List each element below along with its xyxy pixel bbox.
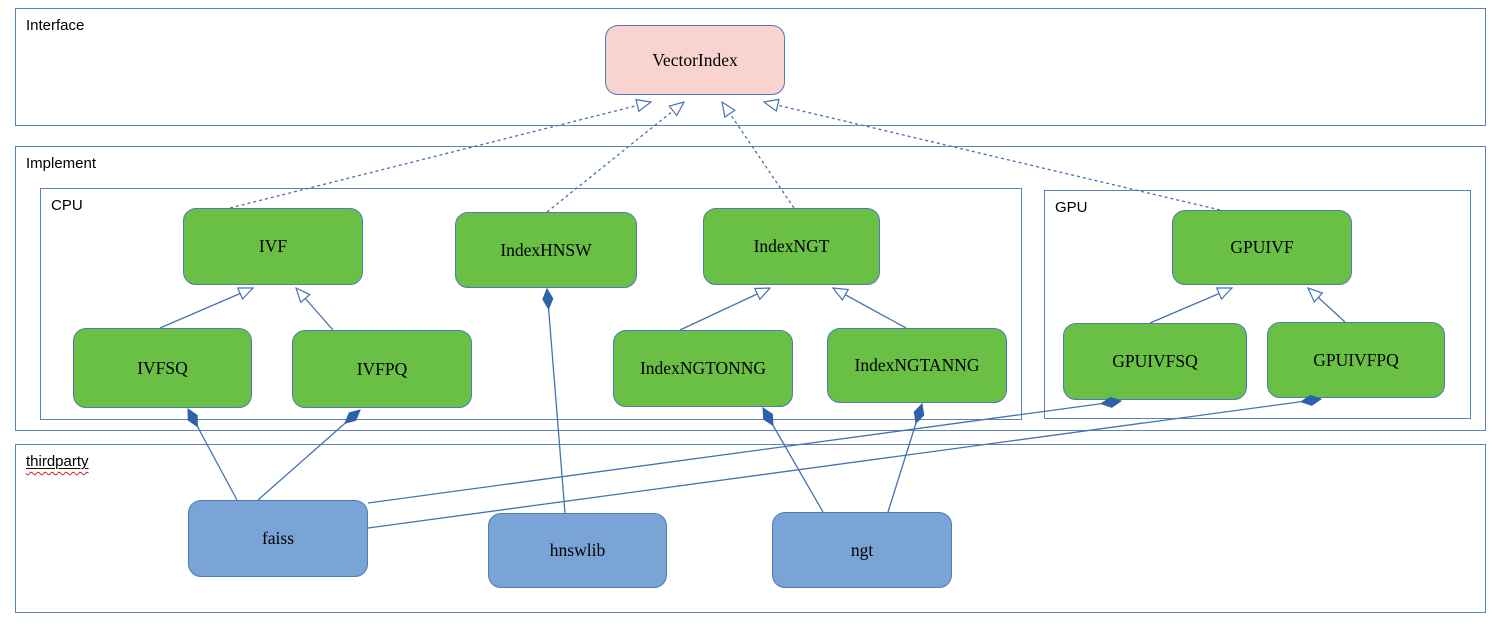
node-label-gpuivfsq: GPUIVFSQ: [1112, 351, 1198, 371]
container-interface-label: Interface: [26, 17, 85, 34]
node-indexhnsw[interactable]: IndexHNSW: [455, 212, 637, 288]
container-thirdparty-label: thirdparty: [26, 453, 89, 470]
node-label-indexngtonng: IndexNGTONNG: [639, 358, 767, 378]
node-gpuivfpq[interactable]: GPUIVFPQ: [1267, 322, 1445, 398]
node-label-indexhnsw: IndexHNSW: [500, 239, 592, 260]
node-gpuivf[interactable]: GPUIVF: [1172, 210, 1352, 285]
container-implement-label: Implement: [26, 155, 97, 172]
node-label-indexngt: IndexNGT: [753, 236, 830, 256]
node-indexngtanng[interactable]: IndexNGTANNG: [827, 328, 1007, 403]
container-cpu-label: CPU: [51, 197, 83, 214]
node-label-hnswlib: hnswlib: [549, 540, 606, 560]
node-ivf[interactable]: IVF: [183, 208, 363, 285]
node-label-ivfsq: IVFSQ: [137, 357, 188, 378]
node-faiss[interactable]: faiss: [188, 500, 368, 577]
node-vectorindex[interactable]: VectorIndex: [605, 25, 785, 95]
node-indexngtonng[interactable]: IndexNGTONNG: [613, 330, 793, 407]
node-gpuivfsq[interactable]: GPUIVFSQ: [1063, 323, 1247, 400]
node-ivfsq[interactable]: IVFSQ: [73, 328, 252, 408]
node-label-faiss: faiss: [261, 528, 295, 548]
node-ngt[interactable]: ngt: [772, 512, 952, 588]
node-indexngt[interactable]: IndexNGT: [703, 208, 880, 285]
node-ivfpq[interactable]: IVFPQ: [292, 330, 472, 408]
node-label-ngt: ngt: [850, 539, 874, 560]
node-label-ivf: IVF: [258, 236, 288, 256]
node-hnswlib[interactable]: hnswlib: [488, 513, 667, 588]
node-label-ivfpq: IVFPQ: [356, 358, 408, 379]
node-label-vectorindex: VectorIndex: [652, 49, 738, 70]
node-label-gpuivf: GPUIVF: [1230, 237, 1294, 257]
container-gpu-label: GPU: [1055, 199, 1088, 216]
node-label-indexngtanng: IndexNGTANNG: [854, 355, 980, 375]
node-label-gpuivfpq: GPUIVFPQ: [1313, 349, 1399, 370]
